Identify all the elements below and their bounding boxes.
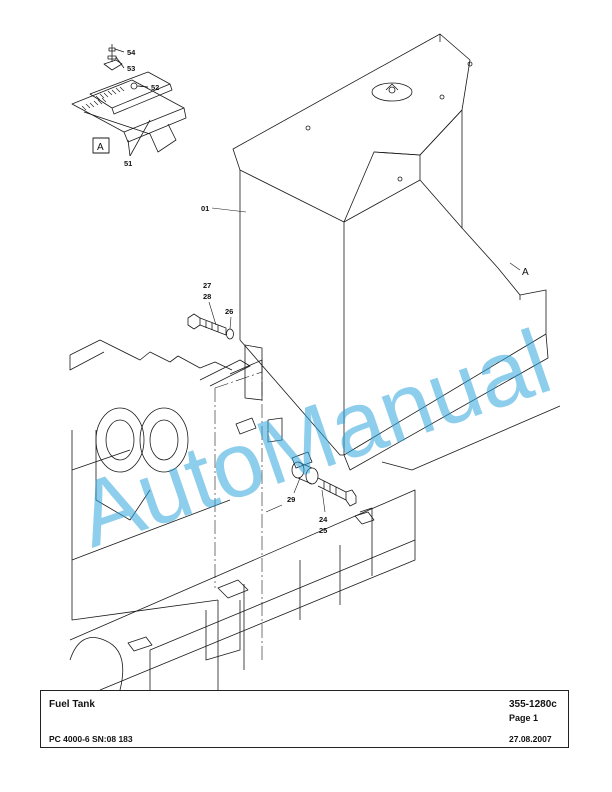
document-date: 27.08.2007: [509, 734, 552, 744]
document-number: 355-1280c: [509, 699, 557, 710]
callout-24: 24: [319, 515, 328, 524]
detail-a-box: [92, 137, 110, 154]
bolt-24-25: [317, 477, 357, 507]
callout-25: 25: [319, 526, 327, 535]
machine-model: PC 4000-6 SN:08 183: [49, 734, 133, 744]
detail-a-inset: [71, 44, 187, 157]
page-number: Page 1: [509, 713, 539, 723]
callout-29: 29: [287, 495, 295, 504]
washer-26: [226, 328, 234, 340]
callout-52: 52: [151, 83, 159, 92]
callout-53: 53: [127, 64, 135, 73]
title-block: Fuel Tank 355-1280c Page 1 PC 4000-6 SN:…: [40, 690, 569, 748]
callout-51: 51: [124, 159, 132, 168]
callout-26: 26: [225, 307, 233, 316]
callout-01: 01: [201, 204, 209, 213]
diagram-title: Fuel Tank: [49, 699, 95, 710]
callout-54: 54: [127, 48, 136, 57]
bolt-27-28: [187, 313, 227, 336]
spacer-29: [291, 461, 319, 485]
detail-marker-a: A: [97, 142, 104, 153]
callout-27: 27: [203, 281, 211, 290]
callout-28: 28: [203, 292, 211, 301]
view-marker-a: A: [522, 267, 529, 278]
frame-structure: [69, 339, 561, 691]
